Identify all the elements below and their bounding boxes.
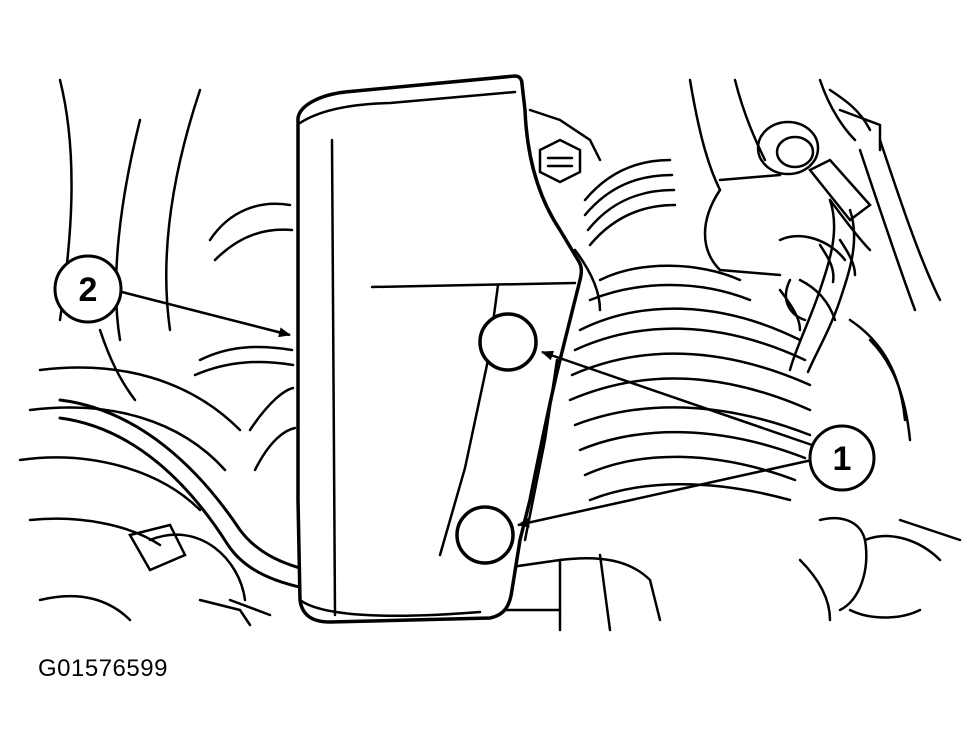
figure-id: G01576599 — [38, 655, 168, 682]
callout-2-label: 2 — [79, 271, 98, 309]
callout-1-label: 1 — [833, 440, 852, 478]
fastener-upper — [478, 312, 538, 372]
engine-cover — [296, 74, 584, 624]
engine-background-lines — [18, 78, 962, 632]
callout-1: 1 — [808, 424, 876, 492]
leader-arrow-1b — [517, 458, 813, 528]
leader-arrow-1a — [541, 350, 813, 447]
callout-2: 2 — [53, 254, 123, 324]
leader-arrows — [121, 290, 813, 528]
fastener-lower — [455, 505, 515, 565]
leader-arrow-2 — [121, 290, 291, 338]
